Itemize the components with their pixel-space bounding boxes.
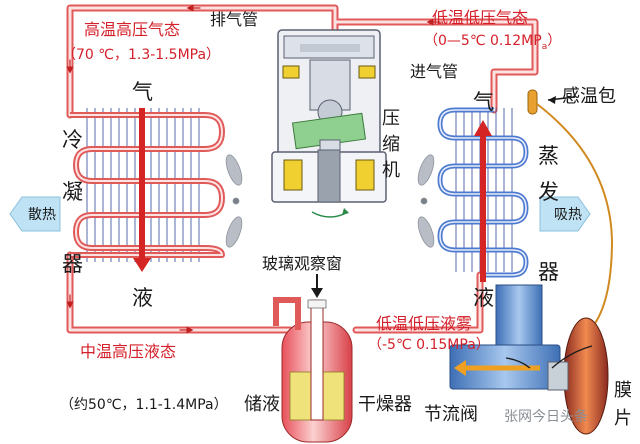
evaporator-gas-label: 气 <box>473 90 494 114</box>
condenser-char-2: 凝 <box>62 180 83 204</box>
discharge-pipe-label: 排气管 <box>210 10 259 29</box>
receiver-label: 储液 <box>244 394 280 415</box>
evaporator-coil <box>437 107 529 282</box>
hot-gas-params: （70 ℃，1.3-1.5MPa） <box>62 47 221 63</box>
evaporator-char-3: 器 <box>538 260 559 284</box>
expansion-valve <box>449 284 609 435</box>
cold-gas-params: （0—5℃ 0.12MPa） <box>424 33 562 52</box>
heat-release-bubble <box>9 196 61 232</box>
cold-gas-title: 低温低压气态 <box>432 8 529 27</box>
evaporator-fan <box>417 154 435 248</box>
watermark-text: 张网今日头条 <box>504 409 588 425</box>
diaphragm-char-2: 片 <box>614 408 632 429</box>
throttle-valve-label: 节流阀 <box>424 404 478 425</box>
sight-glass-label: 玻璃观察窗 <box>262 254 343 273</box>
condenser-char-3: 器 <box>62 252 83 276</box>
condenser-flow-arrowhead <box>133 258 151 272</box>
heat-release-label: 散热 <box>28 207 56 223</box>
dryer-label: 干燥器 <box>358 394 412 415</box>
condenser-fan <box>225 154 243 248</box>
compressor-char-2: 缩 <box>382 134 400 155</box>
heat-absorb-label: 吸热 <box>554 207 582 223</box>
capillary-tube <box>536 103 614 331</box>
evaporator-liquid-label: 液 <box>473 286 494 310</box>
refrigerant-pipe-loop <box>66 4 539 334</box>
mist-params: （-5℃ 0.15MPa） <box>368 337 490 353</box>
warm-liquid-title: 中温高压液态 <box>80 342 177 361</box>
condenser-coil <box>70 108 225 272</box>
receiver-dryer <box>273 274 353 443</box>
temperature-bulb <box>527 89 614 331</box>
warm-liquid-params: （约50℃，1.1-1.4MPa） <box>60 397 228 413</box>
evaporator-char-1: 蒸 <box>538 144 559 168</box>
heat-absorb-bubble <box>539 196 591 232</box>
condenser-liquid-label: 液 <box>132 286 153 310</box>
compressor <box>271 29 387 218</box>
evaporator-flow-arrowhead <box>474 120 492 136</box>
temp-bulb-label: 感温包 <box>562 86 616 107</box>
condenser-char-1: 冷 <box>62 128 83 152</box>
hot-gas-title: 高温高压气态 <box>84 20 181 39</box>
suction-pipe-label: 进气管 <box>410 62 459 81</box>
evaporator-char-2: 发 <box>538 180 559 204</box>
compressor-char-1: 压 <box>382 108 400 129</box>
mist-title: 低温低压液雾 <box>376 314 473 333</box>
diaphragm-char-1: 膜 <box>614 380 632 401</box>
pipe-core <box>68 6 537 332</box>
compressor-char-3: 机 <box>382 160 400 181</box>
condenser-gas-label: 气 <box>132 80 153 104</box>
